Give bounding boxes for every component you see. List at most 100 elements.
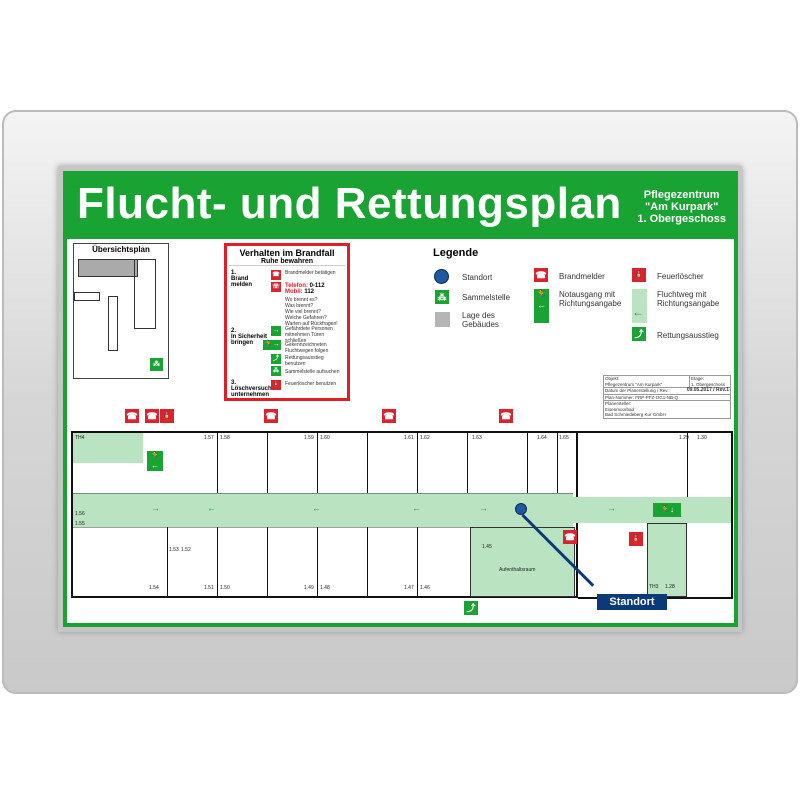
step-text: Gefährdete Personen mitnehmen Türen schl… xyxy=(285,326,333,344)
room-label: TH3 xyxy=(649,584,659,590)
info-label: Objekt: xyxy=(605,376,620,381)
object-line: "Am Kurpark" xyxy=(644,201,719,213)
room-label: 1.46 xyxy=(420,585,430,591)
fire-subtitle: Ruhe bewahren xyxy=(229,258,345,266)
fire-alarm-icon: ☎ xyxy=(125,409,139,423)
object-line: Pflegezentrum xyxy=(643,189,720,201)
room-label: 1.29 xyxy=(679,435,689,441)
room-label: Aufenthaltsraum xyxy=(499,567,536,573)
room-label: 1.54 xyxy=(149,585,159,591)
fire-alarm-icon: ☎ xyxy=(382,409,396,423)
rescue-exit-icon: ⤴ xyxy=(464,601,478,615)
fire-extinguisher-icon: 🧯 xyxy=(271,380,281,390)
room-label: 1.62 xyxy=(420,435,430,441)
room-label: 1.47 xyxy=(404,585,414,591)
arrow-right-icon: → xyxy=(271,326,281,336)
standort-label: Standort xyxy=(597,594,667,610)
legend-label: Lage des Gebäudes xyxy=(462,311,499,329)
question: Was brennt? xyxy=(285,303,314,309)
escape-plan-poster: Flucht- und Rettungsplan Pflegezentrum "… xyxy=(63,171,738,627)
info-value: Pflegezentrum "Am Kurpark" xyxy=(605,381,663,387)
fire-alarm-icon: ☎ xyxy=(264,409,278,423)
legend-label: Fluchtweg mit Richtungsangabe xyxy=(657,290,720,308)
emergency-exit-icon: 🏃↓ xyxy=(653,503,681,517)
mob-label: Mobil: xyxy=(285,289,303,295)
assembly-point-icon: ⁂ xyxy=(435,290,449,304)
emergency-exit-icon: 🏃→ xyxy=(263,340,281,350)
legend-label: Rettungsausstieg xyxy=(657,331,719,340)
escape-route-icon: ← xyxy=(632,289,647,323)
room-label: 1.52 xyxy=(181,547,191,553)
object-name: Pflegezentrum "Am Kurpark" 1. Obergescho… xyxy=(637,189,726,225)
question: Warten auf Rückfragen! xyxy=(285,321,338,327)
fire-extinguisher-icon: 🧯 xyxy=(629,532,643,546)
plan-number: Plan-Nummer: FRP-PFZ-OG1-NB-Q xyxy=(604,395,730,401)
plan-info: Objekt:Pflegezentrum "Am Kurpark"Etage:1… xyxy=(603,375,731,419)
info-value: Eisenmoorbad xyxy=(605,406,635,412)
emergency-exit-icon: 🏃← xyxy=(147,451,163,471)
info-label: Datum der Planerstellung / Rev.: xyxy=(605,388,670,393)
stairwell-th3 xyxy=(647,523,687,597)
tel-label: Telefon: xyxy=(285,283,308,289)
room-label: 1.64 xyxy=(537,435,547,441)
phone-icon: ☏ xyxy=(271,282,281,292)
step-number: 1. xyxy=(231,270,237,276)
question: Welche Gefahren? xyxy=(285,315,327,321)
room-label: 1.53 xyxy=(169,547,179,553)
route-arrow-icon: → xyxy=(479,503,488,513)
room-label: 1.30 xyxy=(697,435,707,441)
building xyxy=(74,292,100,301)
rescue-exit-icon: ⤴ xyxy=(271,354,281,364)
assembly-point-icon: ⁂ xyxy=(150,358,163,371)
info-value: 09.05.2017 / Rev.1 xyxy=(686,387,729,393)
room-label: 1.57 xyxy=(204,435,214,441)
fire-title: Verhalten im Brandfall xyxy=(239,248,335,258)
question: Wo brennt es? xyxy=(285,297,318,303)
step-number: 3. xyxy=(231,380,237,386)
tel: 0-112 xyxy=(309,283,325,289)
info-value: Bad Schmiedeberg Kur GmbH xyxy=(605,412,666,417)
escape-route-corridor xyxy=(73,493,573,527)
step-text: Gekennzeichneten Fluchtwegen folgen xyxy=(285,342,329,354)
room-label: 1.59 xyxy=(304,435,314,441)
standort-icon xyxy=(434,269,449,284)
lounge xyxy=(470,527,575,597)
legend-title: Legende xyxy=(433,247,479,259)
assembly-point-icon: ⁂ xyxy=(271,366,281,376)
plan-title: Flucht- und Rettungsplan xyxy=(77,179,622,228)
step-label: Brand melden xyxy=(231,276,253,288)
mob: 112 xyxy=(304,289,315,295)
fire-alarm-icon: ☎ xyxy=(563,530,577,544)
fire-alarm-icon: ☎ xyxy=(499,409,513,423)
escape-route-corridor-right xyxy=(570,497,731,523)
room-label: 1.51 xyxy=(204,585,214,591)
standort-marker xyxy=(515,503,527,515)
room-label: 1.55 xyxy=(75,521,85,527)
step-label: Löschversuch unternehmen xyxy=(231,386,272,398)
fire-alarm-icon: ☎ xyxy=(145,409,159,423)
legend-label: Brandmelder xyxy=(559,272,605,281)
room-label: 1.58 xyxy=(220,435,230,441)
legend-label: Standort xyxy=(462,273,493,282)
room-label: TH4 xyxy=(75,435,85,441)
room-label: 1.45 xyxy=(482,544,492,550)
step-text: Rettungsausstieg benutzen xyxy=(285,355,324,367)
floor-plan: → ← ← ← → → 🏃← 🏃↓ ⤴ ☎ ☎ 🧯 ☎ ☎ ☎ ☎ 🧯 TH4 … xyxy=(67,175,734,623)
emergency-exit-icon: 🏃← xyxy=(534,289,549,323)
room-label: 1.49 xyxy=(304,585,314,591)
room-label: 1.50 xyxy=(220,585,230,591)
info-label: Planersteller: xyxy=(605,401,632,406)
route-arrow-icon: → xyxy=(607,503,616,513)
building xyxy=(108,296,118,351)
room-label: 1.63 xyxy=(472,435,482,441)
fire-extinguisher-icon: 🧯 xyxy=(632,268,646,282)
info-label: Etage: xyxy=(691,376,705,381)
rescue-exit-icon: ⤴ xyxy=(632,327,646,341)
fire-extinguisher-icon: 🧯 xyxy=(160,409,174,423)
step-label: In Sicherheit bringen xyxy=(231,334,268,346)
room-label: 1.28 xyxy=(665,584,675,590)
room-label: 1.61 xyxy=(404,435,414,441)
overview-plan: Übersichtsplan ⁂ xyxy=(73,243,169,379)
building xyxy=(134,259,156,329)
step-number: 2. xyxy=(231,328,237,334)
